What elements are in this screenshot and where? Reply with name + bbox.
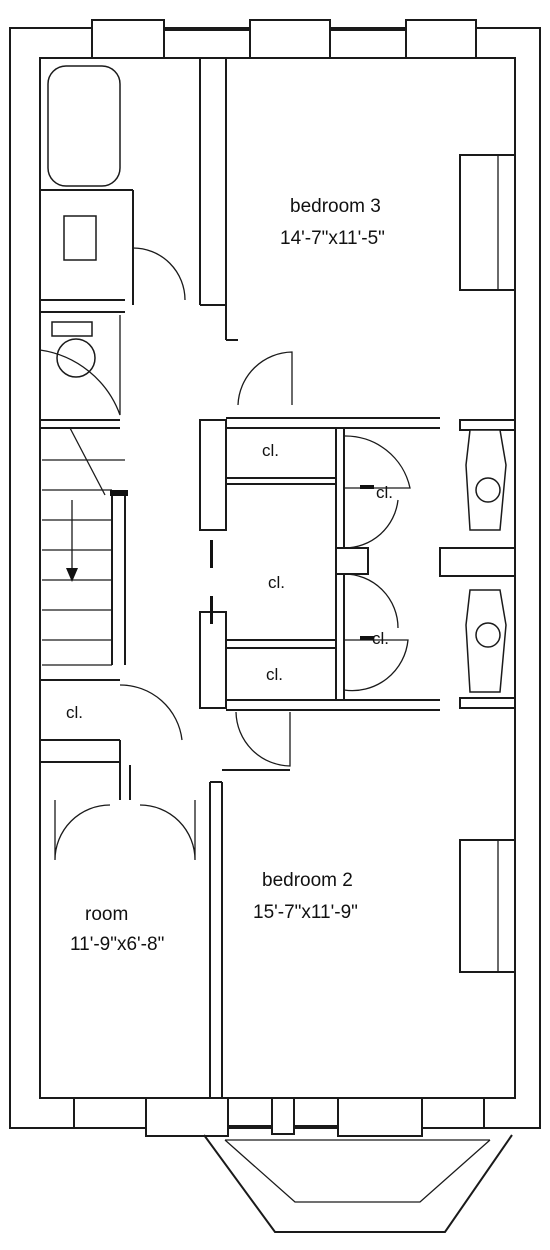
bedroom2-name: bedroom 2 (262, 870, 353, 891)
interior-walls (40, 58, 440, 1098)
closet-center-label: cl. (268, 573, 285, 592)
closet-labels: cl. cl. cl. cl. cl. cl. (66, 441, 393, 722)
stairs (40, 419, 128, 666)
closet-lower-label: cl. (266, 665, 283, 684)
bedroom-doors (54, 247, 293, 861)
bathroom (39, 65, 134, 416)
bay-window (203, 1134, 513, 1233)
exterior-walls (9, 19, 541, 1137)
closet-right-upper-label: cl. (376, 483, 393, 502)
room-name: room (85, 904, 128, 925)
closet-left-label: cl. (66, 703, 83, 722)
bedroom3-name: bedroom 3 (290, 196, 381, 217)
bedroom2-dims: 15'-7"x11'-9" (253, 902, 358, 923)
sink (63, 215, 97, 261)
bedroom3-dims: 14'-7"x11'-5" (280, 228, 385, 249)
room-dims: 11'-9"x6'-8" (70, 934, 164, 955)
toilet-bowl (56, 338, 96, 378)
closet-right-lower-label: cl. (372, 629, 389, 648)
closet-upper-label: cl. (262, 441, 279, 460)
bathtub (47, 65, 121, 187)
fireplaces (439, 154, 516, 973)
closets-center (199, 419, 411, 709)
toilet-tank (51, 321, 93, 337)
room-labels: bedroom 3 14'-7"x11'-5" bedroom 2 15'-7"… (70, 196, 385, 955)
